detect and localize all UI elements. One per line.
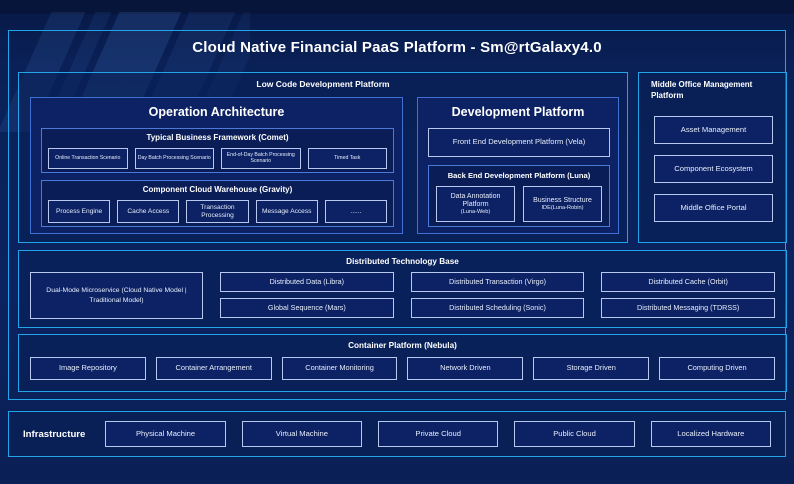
- operation-architecture-title: Operation Architecture: [148, 105, 285, 119]
- middle-office-management-platform-section: Middle Office Management Platform Asset …: [638, 72, 787, 243]
- low-code-development-platform-section: Low Code Development Platform Operation …: [18, 72, 628, 243]
- middle-office-items: Asset Management Component Ecosystem Mid…: [654, 116, 773, 222]
- middle-office-item[interactable]: Component Ecosystem: [654, 155, 773, 183]
- infrastructure-items: Physical Machine Virtual Machine Private…: [105, 421, 772, 447]
- container-item[interactable]: Storage Driven: [533, 357, 650, 380]
- distributed-technology-base-body: Dual-Mode Microservice (Cloud Native Mod…: [30, 272, 776, 319]
- back-end-item-name: Business Structure: [533, 196, 592, 204]
- framework-item[interactable]: Online Transaction Scenario: [48, 148, 128, 169]
- back-end-item[interactable]: Business Structure IDE(Luna-Robin): [523, 186, 602, 222]
- development-platform-title: Development Platform: [451, 105, 585, 119]
- framework-item[interactable]: Day Batch Processing Scenario: [134, 148, 214, 169]
- platform-outer-frame: Cloud Native Financial PaaS Platform - S…: [8, 30, 787, 400]
- container-platform-section: Container Platform (Nebula) Image Reposi…: [18, 334, 787, 392]
- front-end-development-platform-box[interactable]: Front End Development Platform (Vela): [428, 128, 610, 157]
- distributed-item[interactable]: Distributed Messaging (TDRSS): [601, 298, 776, 318]
- back-end-item-sub: (Luna-Web): [460, 208, 491, 215]
- framework-item[interactable]: End-of-Day Batch Processing Scenario: [221, 148, 301, 169]
- distributed-technology-base-section: Distributed Technology Base Dual-Mode Mi…: [18, 250, 787, 328]
- back-end-items: Data Annotation Platform (Luna-Web) Busi…: [436, 186, 602, 222]
- low-code-section-title: Low Code Development Platform: [256, 79, 390, 89]
- component-item[interactable]: Message Access: [255, 200, 318, 223]
- distributed-item[interactable]: Global Sequence (Mars): [220, 298, 394, 318]
- back-end-item-name: Data Annotation Platform: [450, 192, 501, 208]
- typical-business-framework-panel: Typical Business Framework (Comet) Onlin…: [41, 128, 394, 173]
- component-cloud-warehouse-items: Process Engine Cache Access Transaction …: [48, 200, 388, 223]
- container-item[interactable]: Network Driven: [407, 357, 524, 380]
- distributed-item[interactable]: Distributed Scheduling (Sonic): [410, 298, 585, 318]
- back-end-item[interactable]: Data Annotation Platform (Luna-Web): [436, 186, 515, 222]
- component-cloud-warehouse-title: Component Cloud Warehouse (Gravity): [142, 185, 293, 194]
- infrastructure-item[interactable]: Virtual Machine: [241, 421, 363, 447]
- component-item[interactable]: Cache Access: [117, 200, 180, 223]
- container-platform-title: Container Platform (Nebula): [348, 341, 457, 350]
- infrastructure-item[interactable]: Private Cloud: [378, 421, 499, 447]
- component-item[interactable]: Process Engine: [48, 200, 111, 223]
- distributed-technology-base-title: Distributed Technology Base: [346, 257, 459, 266]
- component-item[interactable]: Transaction Processing: [186, 200, 249, 223]
- typical-business-framework-items: Online Transaction Scenario Day Batch Pr…: [48, 148, 387, 169]
- middle-office-section-title: Middle Office Management Platform: [651, 80, 753, 100]
- distributed-column: Distributed Cache (Orbit) Distributed Me…: [601, 272, 776, 319]
- container-item[interactable]: Container Monitoring: [281, 357, 398, 380]
- distributed-item[interactable]: Distributed Data (Libra): [220, 272, 394, 292]
- container-item[interactable]: Computing Driven: [659, 357, 775, 380]
- distributed-column: Distributed Data (Libra) Global Sequence…: [220, 272, 394, 319]
- infrastructure-section: Infrastructure Physical Machine Virtual …: [8, 411, 786, 457]
- infrastructure-label: Infrastructure: [23, 428, 86, 440]
- distributed-column: Distributed Transaction (Virgo) Distribu…: [410, 272, 585, 319]
- container-item[interactable]: Image Repository: [30, 357, 146, 380]
- background-top-band: [0, 0, 794, 14]
- back-end-development-platform-panel: Back End Development Platform (Luna) Dat…: [428, 165, 610, 227]
- infrastructure-item[interactable]: Public Cloud: [514, 421, 635, 447]
- container-platform-items: Image Repository Container Arrangement C…: [30, 357, 775, 380]
- page-title: Cloud Native Financial PaaS Platform - S…: [192, 39, 602, 56]
- back-end-development-platform-title: Back End Development Platform (Luna): [447, 171, 591, 180]
- framework-item[interactable]: Timed Task: [307, 148, 387, 169]
- infrastructure-item[interactable]: Physical Machine: [105, 421, 226, 447]
- operation-architecture-panel: Operation Architecture Typical Business …: [30, 97, 403, 234]
- distributed-item[interactable]: Distributed Transaction (Virgo): [410, 272, 585, 292]
- middle-office-item[interactable]: Middle Office Portal: [654, 194, 773, 222]
- typical-business-framework-title: Typical Business Framework (Comet): [146, 133, 289, 142]
- component-cloud-warehouse-panel: Component Cloud Warehouse (Gravity) Proc…: [41, 180, 394, 227]
- component-item-more[interactable]: ......: [324, 200, 388, 223]
- middle-office-item[interactable]: Asset Management: [654, 116, 773, 144]
- dual-mode-microservice-box[interactable]: Dual-Mode Microservice (Cloud Native Mod…: [30, 272, 203, 319]
- distributed-item[interactable]: Distributed Cache (Orbit): [601, 272, 776, 292]
- infrastructure-item[interactable]: Localized Hardware: [650, 421, 772, 447]
- container-item[interactable]: Container Arrangement: [155, 357, 272, 380]
- development-platform-panel: Development Platform Front End Developme…: [417, 97, 619, 234]
- back-end-item-sub: IDE(Luna-Robin): [541, 204, 584, 211]
